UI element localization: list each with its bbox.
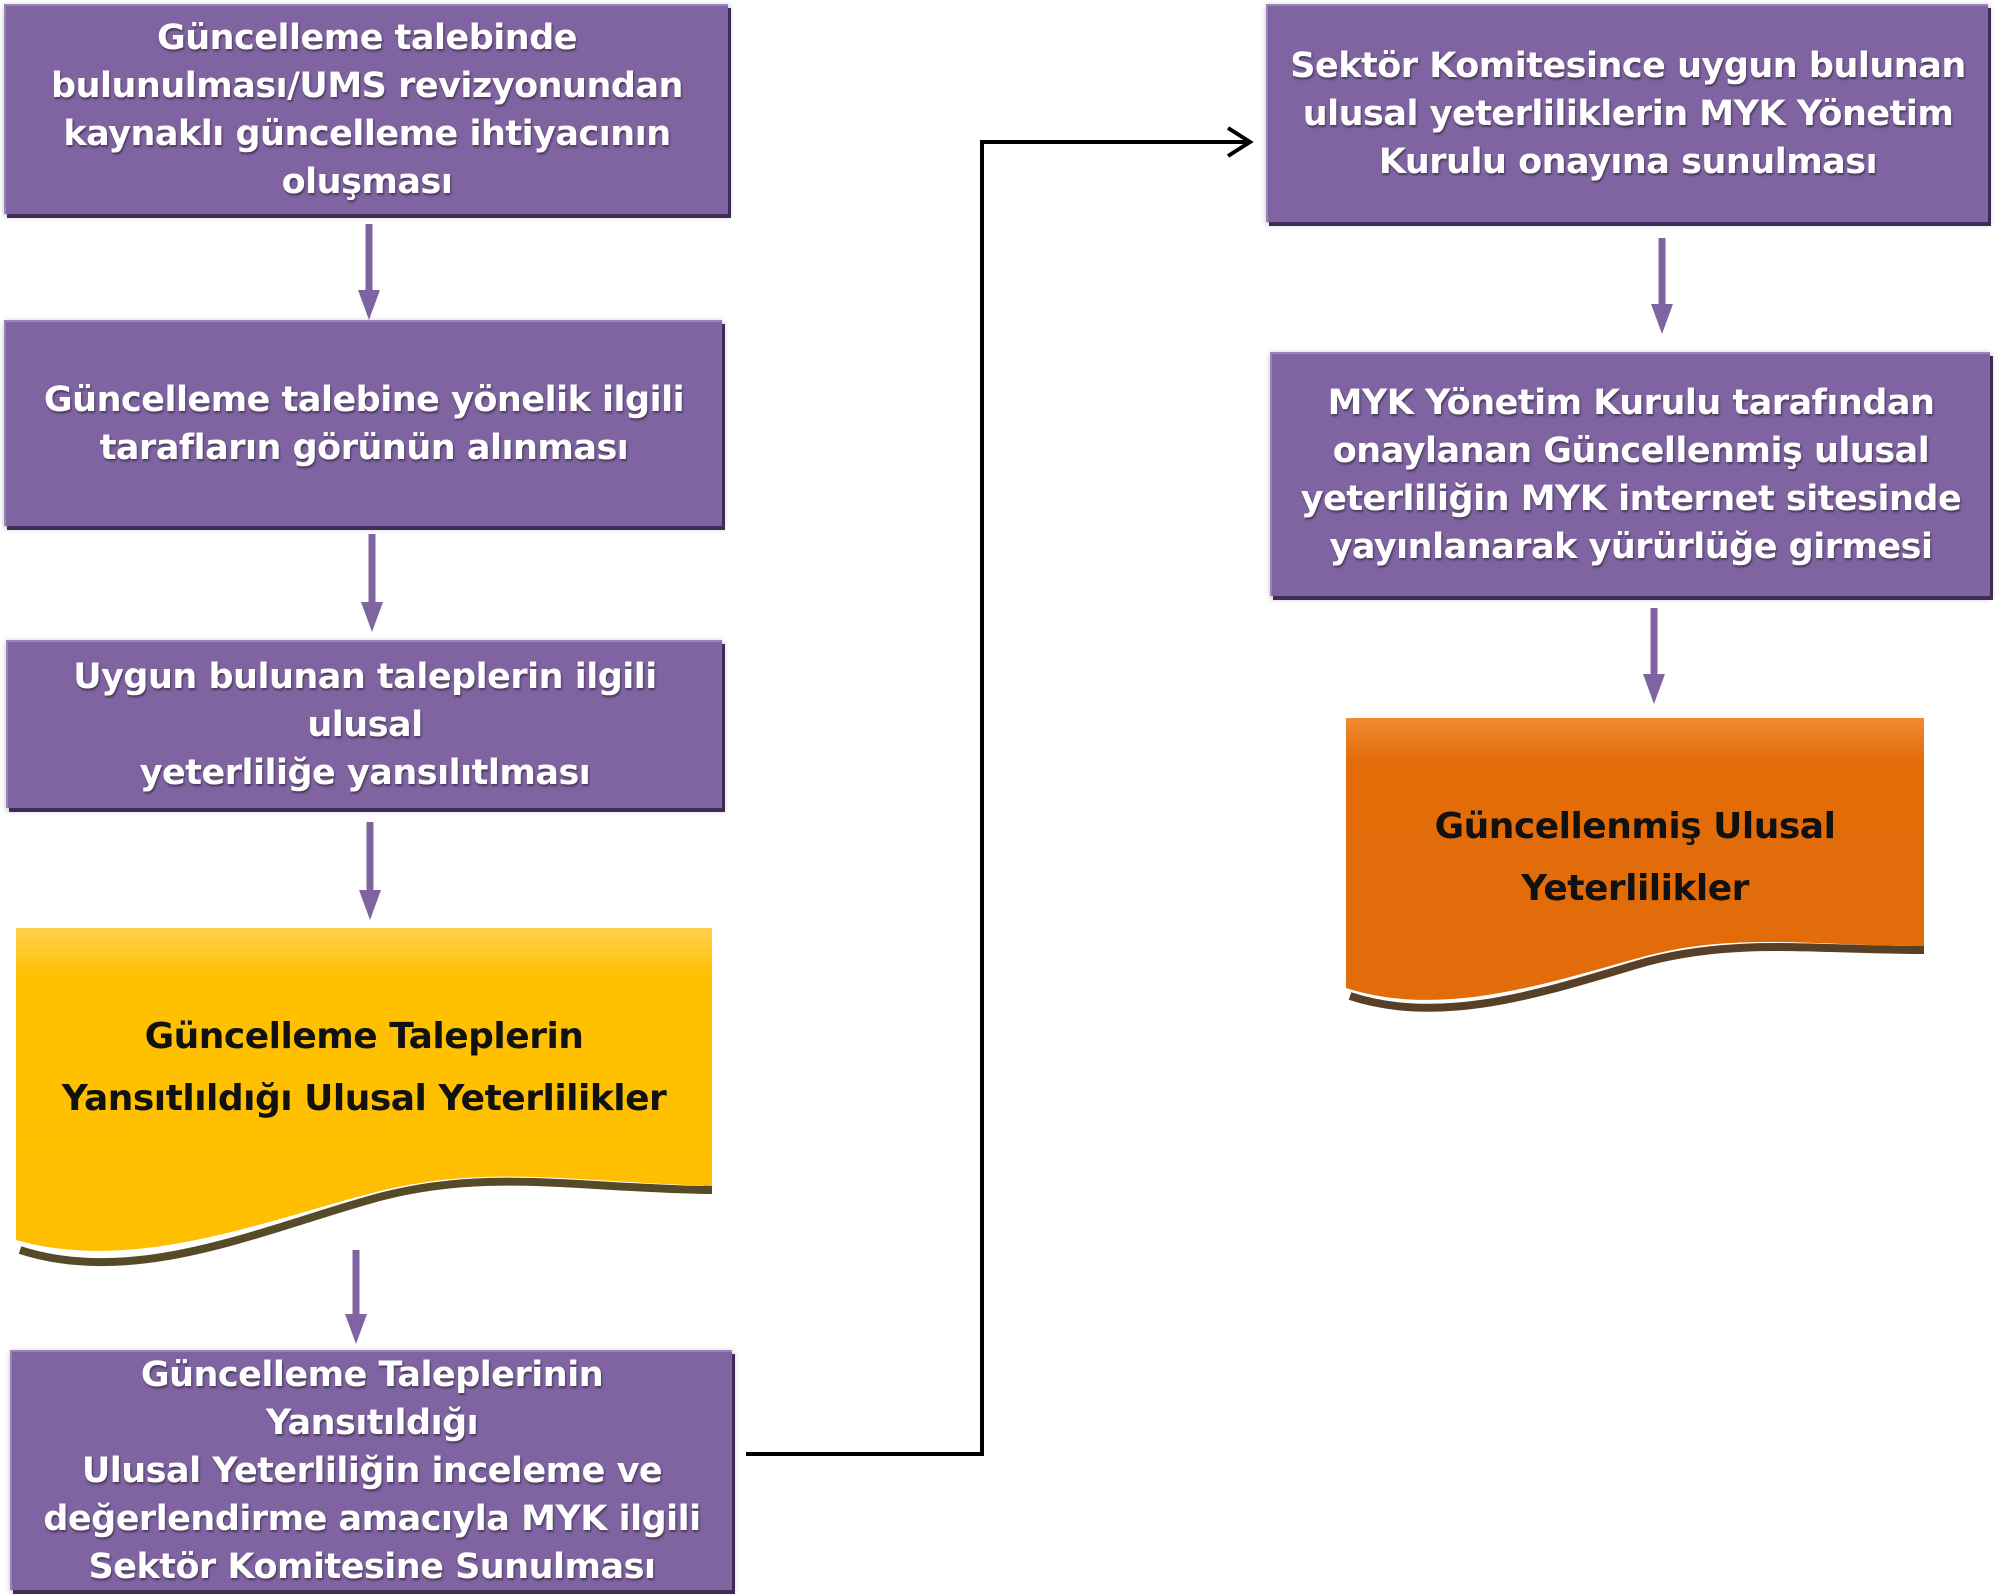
step-label: Güncelleme talebinde bulunulması/UMS rev… bbox=[51, 18, 683, 202]
arrow-step3-to-document1 bbox=[359, 822, 381, 920]
step-label: Güncelleme talebine yönelik ilgili taraf… bbox=[43, 380, 685, 468]
connector-step4-to-step5 bbox=[746, 126, 1254, 1456]
process-step-publish-website: MYK Yönetim Kurulu tarafından onaylanan … bbox=[1270, 352, 1990, 596]
step-label: MYK Yönetim Kurulu tarafından onaylanan … bbox=[1300, 383, 1962, 567]
arrow-step1-to-step2 bbox=[358, 224, 380, 320]
arrow-step2-to-step3 bbox=[361, 534, 383, 632]
arrow-step6-to-document2 bbox=[1643, 608, 1665, 704]
document-updated-national-qualifications: Güncellenmiş Ulusal Yeterlilikler bbox=[1346, 718, 1924, 1012]
process-step-stakeholder-views: Güncelleme talebine yönelik ilgili taraf… bbox=[4, 320, 722, 526]
step-label: Sektör Komitesince uygun bulunan ulusal … bbox=[1290, 46, 1966, 182]
arrow-step5-to-step6 bbox=[1651, 238, 1673, 334]
step-label: Güncelleme Taleplerinin Yansıtıldığı Ulu… bbox=[43, 1355, 701, 1587]
process-step-submit-sector-committee: Güncelleme Taleplerinin Yansıtıldığı Ulu… bbox=[10, 1350, 732, 1590]
step-label: Uygun bulunan taleplerin ilgili ulusal y… bbox=[73, 657, 657, 793]
document-shape bbox=[1346, 718, 1924, 1012]
process-step-reflect-requests: Uygun bulunan taleplerin ilgili ulusal y… bbox=[6, 640, 722, 808]
document-label: Güncellenmiş Ulusal Yeterlilikler bbox=[1434, 806, 1836, 909]
document-shape bbox=[16, 928, 712, 1267]
document-label: Güncelleme Taleplerin Yansıtlıldığı Ulus… bbox=[61, 1016, 667, 1119]
arrow-document1-to-step4 bbox=[345, 1250, 367, 1344]
document-updated-qualifications-draft: Güncelleme Taleplerin Yansıtlıldığı Ulus… bbox=[16, 928, 712, 1267]
process-step-submit-board-approval: Sektör Komitesince uygun bulunan ulusal … bbox=[1266, 4, 1988, 222]
process-step-update-need: Güncelleme talebinde bulunulması/UMS rev… bbox=[4, 4, 728, 214]
